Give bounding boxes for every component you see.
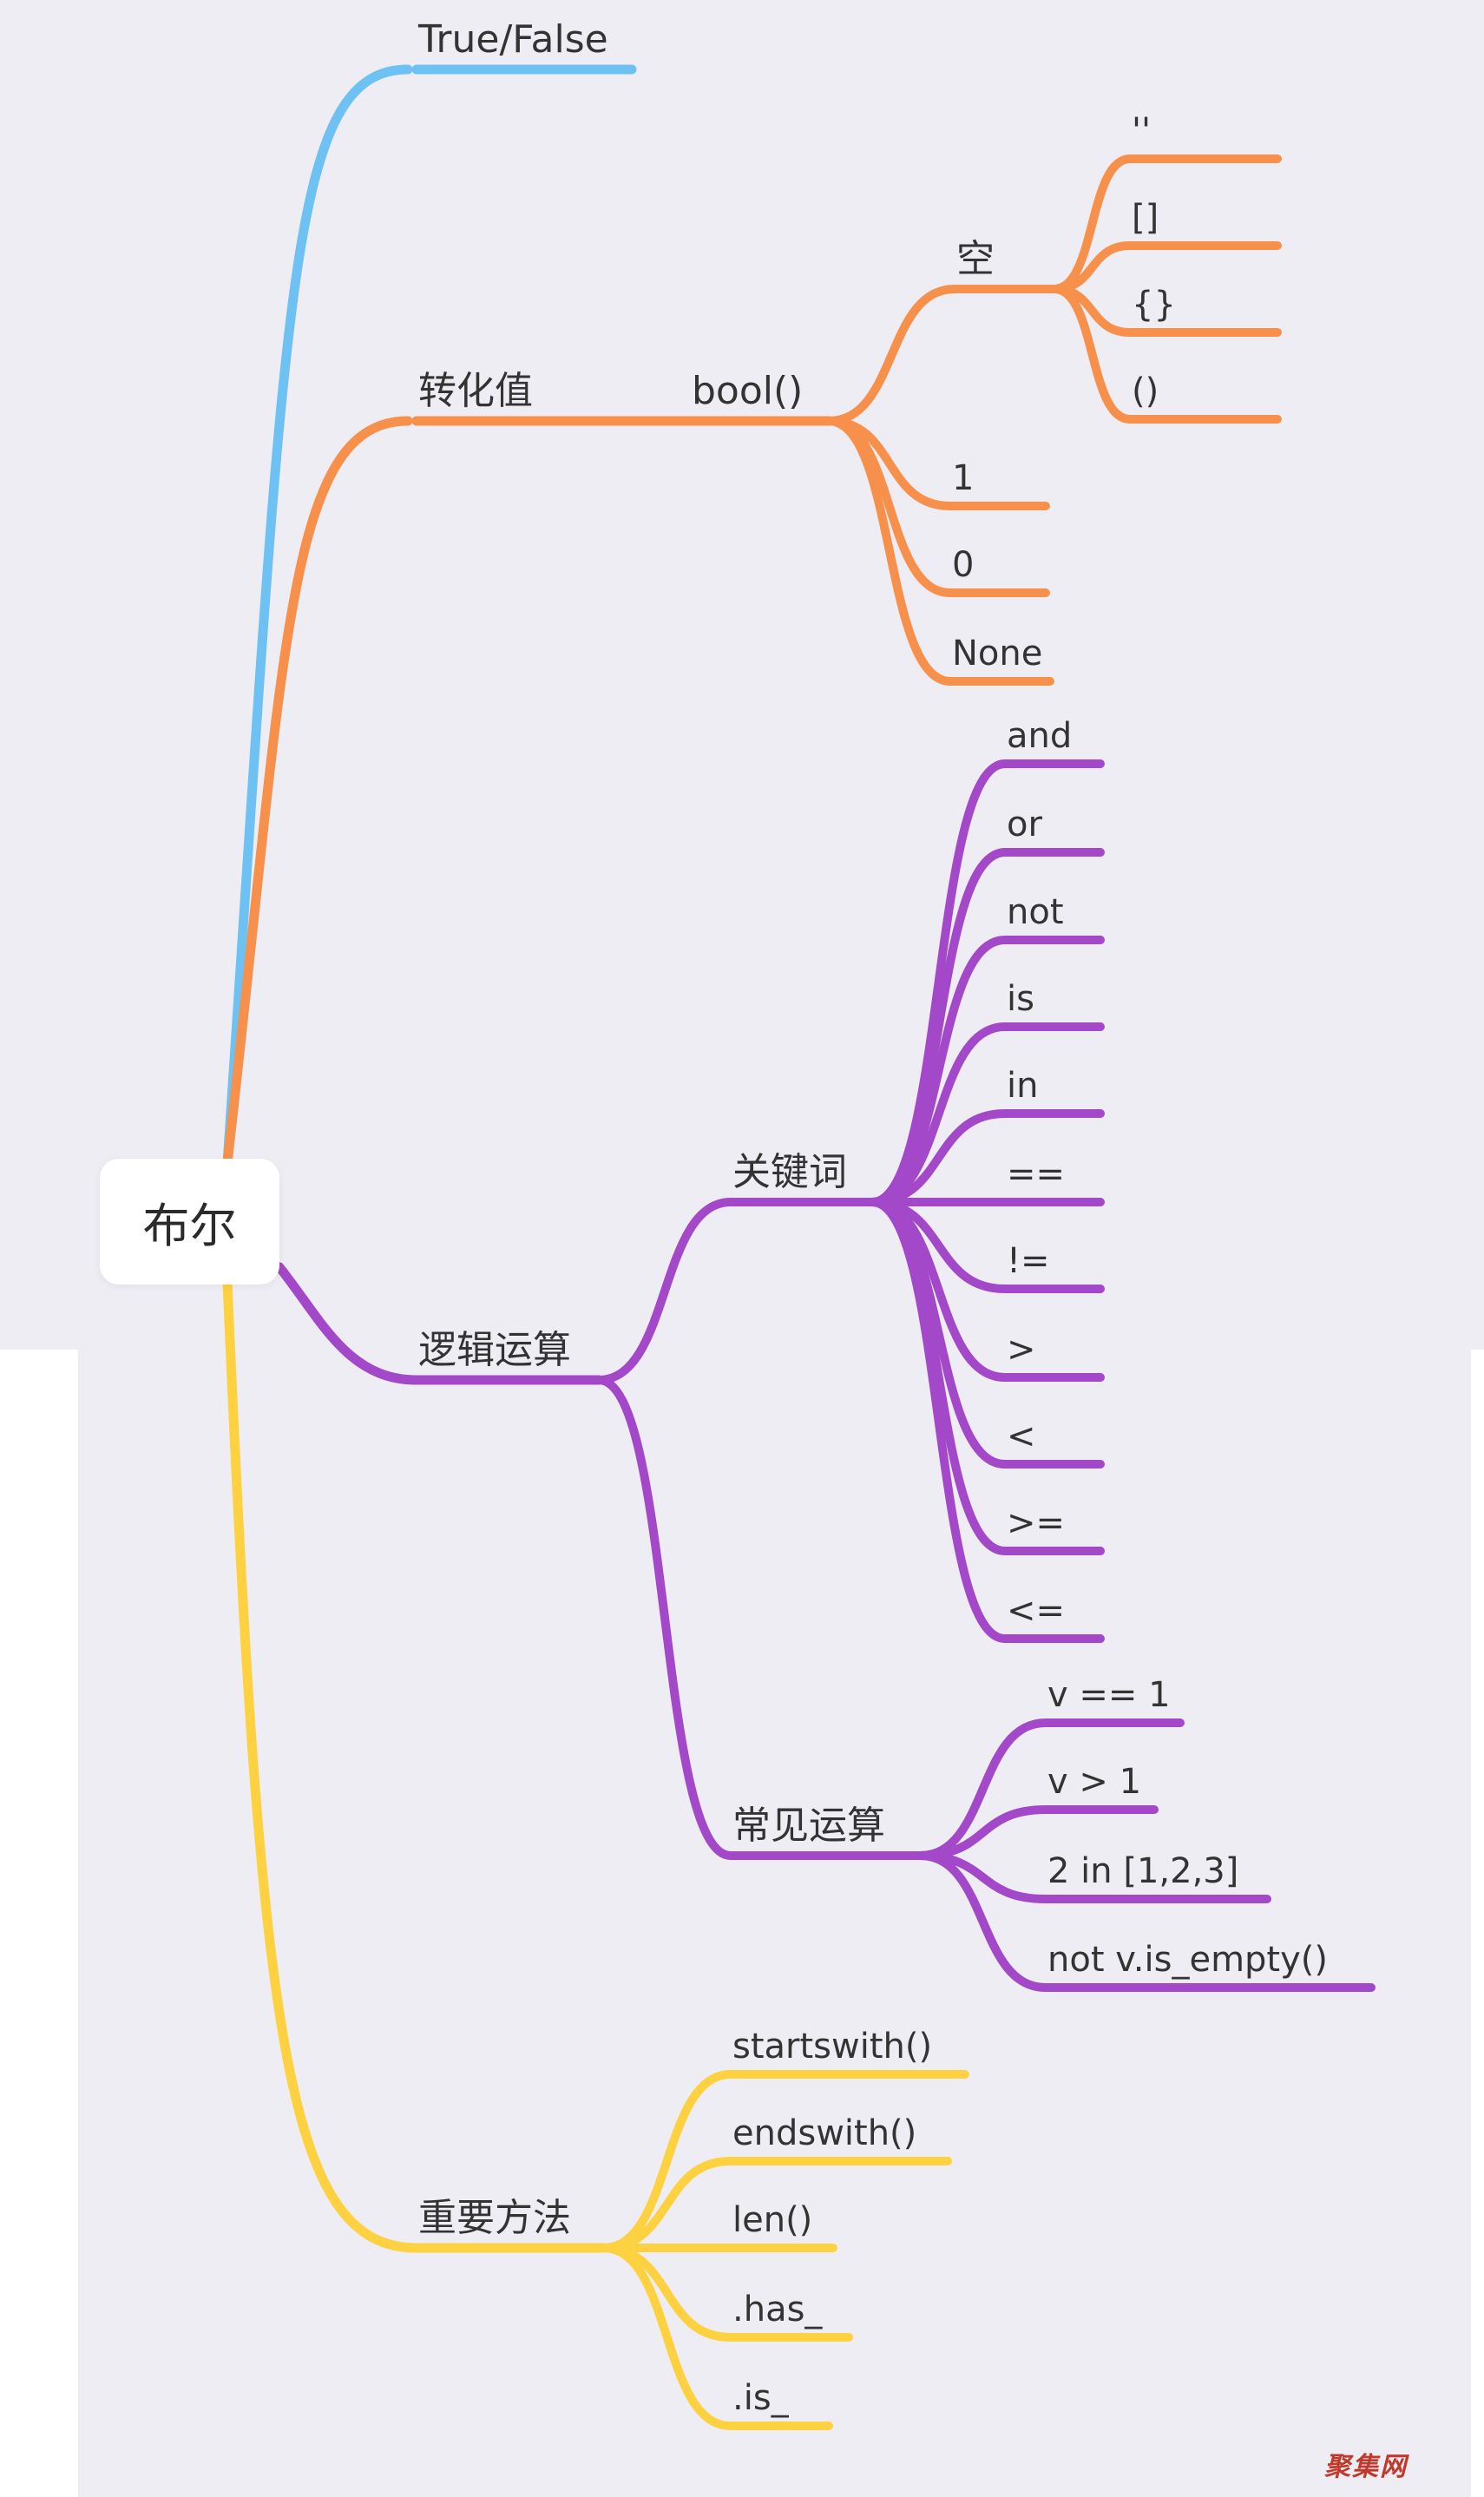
root-node-label: 布尔 [142, 1199, 237, 1253]
node-label-m-endswith[interactable]: endswith() [732, 2113, 917, 2153]
node-label-kw-eq[interactable]: == [1007, 1154, 1066, 1194]
node-label-op-not-empty[interactable]: not v.is_empty() [1047, 1940, 1328, 1980]
edge-root-true-false [222, 64, 413, 1168]
node-label-kw-or[interactable]: or [1007, 805, 1042, 844]
node-label-m-has[interactable]: .has_ [732, 2290, 823, 2329]
node-label-zero[interactable]: 0 [952, 545, 975, 585]
node-label-kw-is[interactable]: is [1007, 979, 1034, 1019]
edge-root-logic [274, 1262, 422, 1385]
edge-logic-keywords [594, 1198, 735, 1384]
node-label-conversion[interactable]: 转化值 [418, 369, 533, 413]
node-label-empty[interactable]: 空 [956, 237, 995, 281]
background-bottom-panel [78, 1350, 1471, 2497]
node-label-empty-str[interactable]: '' [1132, 111, 1151, 151]
node-label-kw-le[interactable]: <= [1007, 1591, 1066, 1631]
node-label-m-startswith[interactable]: startswith() [732, 2027, 933, 2067]
watermark-logo: 聚集网 [1324, 2452, 1408, 2482]
node-label-m-len[interactable]: len() [732, 2200, 813, 2240]
node-label-none[interactable]: None [952, 634, 1043, 674]
edge-keywords-kw-le [868, 1198, 1009, 1643]
node-label-kw-ge[interactable]: >= [1007, 1503, 1066, 1543]
node-label-empty-dict[interactable]: {} [1132, 285, 1176, 325]
node-label-op-in[interactable]: 2 in [1,2,3] [1047, 1851, 1239, 1891]
edge-root-conversion [222, 416, 413, 1168]
node-label-kw-in[interactable]: in [1007, 1066, 1039, 1106]
node-label-one[interactable]: 1 [952, 458, 975, 498]
node-label-empty-list[interactable]: [] [1132, 198, 1159, 238]
edge-logic-common [594, 1376, 735, 1860]
node-label-kw-not[interactable]: not [1007, 892, 1064, 932]
node-label-kw-lt[interactable]: < [1007, 1416, 1036, 1456]
node-label-empty-tuple[interactable]: () [1132, 371, 1159, 411]
node-label-methods[interactable]: 重要方法 [418, 2196, 571, 2240]
node-label-keywords[interactable]: 关键词 [732, 1150, 847, 1194]
edge-empty-empty-tuple [1050, 285, 1134, 424]
node-label-m-is[interactable]: .is_ [732, 2378, 789, 2418]
node-label-common[interactable]: 常见运算 [732, 1804, 885, 1848]
node-label-logic[interactable]: 逻辑运算 [418, 1328, 571, 1372]
background-top-panel [0, 0, 1484, 1350]
root-node[interactable]: 布尔 [100, 1159, 279, 1285]
node-label-kw-and[interactable]: and [1007, 716, 1073, 756]
edge-common-op-not-empty [916, 1851, 1050, 1992]
edge-methods-m-is [599, 2244, 735, 2430]
node-label-op-gt1[interactable]: v > 1 [1047, 1762, 1142, 1802]
node-label-op-eq1[interactable]: v == 1 [1047, 1675, 1171, 1715]
node-label-kw-gt[interactable]: > [1007, 1330, 1036, 1370]
edge-bool-none [824, 417, 955, 686]
edge-keywords-kw-and [868, 759, 1009, 1206]
edge-root-methods [222, 1278, 422, 2253]
node-label-bool[interactable]: bool() [692, 369, 804, 413]
edge-bool-empty [824, 285, 959, 425]
node-label-kw-ne[interactable]: != [1007, 1241, 1050, 1281]
node-label-true-false[interactable]: True/False [418, 17, 608, 62]
